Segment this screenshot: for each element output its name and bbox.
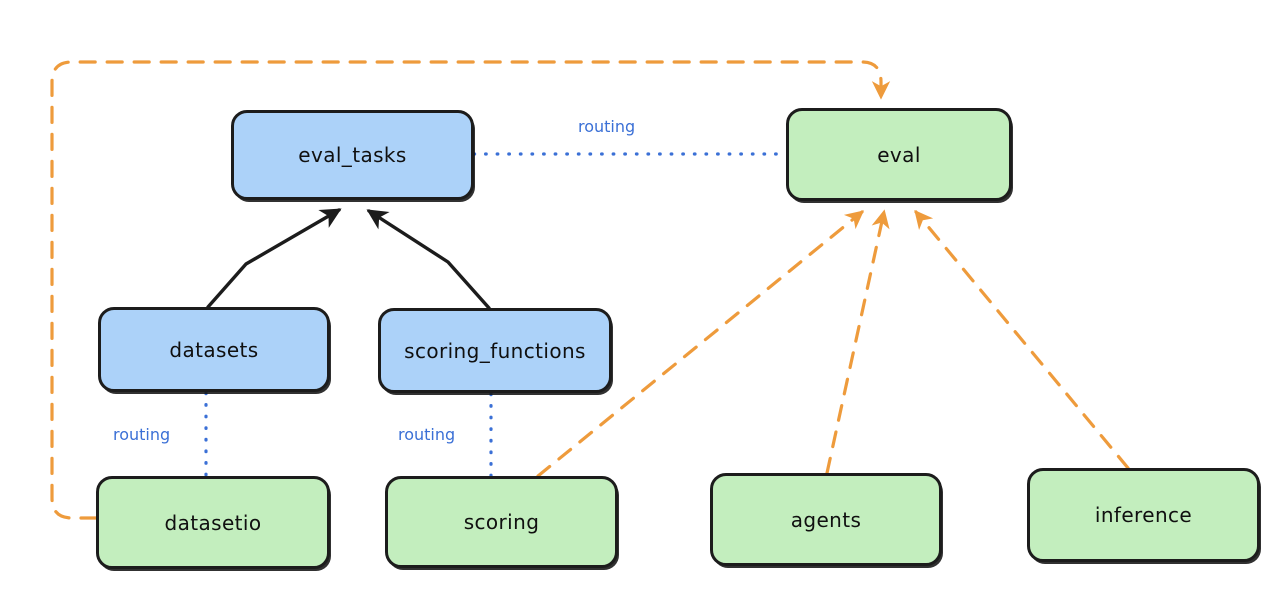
edge-agents-to-eval <box>825 209 890 475</box>
edge-scoring-to-eval <box>536 210 865 478</box>
edge-datasetio-to-eval <box>50 60 891 520</box>
edge-datasets-to-eval-tasks <box>206 208 342 309</box>
node-eval[interactable]: eval <box>786 108 1012 201</box>
node-inference-label: inference <box>1094 503 1193 527</box>
edge-inference-to-eval <box>914 209 1130 470</box>
node-datasetio[interactable]: datasetio <box>96 476 330 569</box>
node-scoring[interactable]: scoring <box>385 476 618 568</box>
node-datasetio-label: datasetio <box>164 510 262 535</box>
node-eval-tasks[interactable]: eval_tasks <box>231 110 474 200</box>
node-scoring-functions-label: scoring_functions <box>404 338 586 363</box>
node-inference[interactable]: inference <box>1027 468 1260 562</box>
node-datasets[interactable]: datasets <box>98 307 330 392</box>
node-scoring-label: scoring <box>463 510 540 534</box>
edge-scoring-functions-to-eval-tasks <box>366 209 491 310</box>
edge-label-routing-scoring-functions-scoring: routing <box>398 425 456 444</box>
node-agents-label: agents <box>790 507 862 532</box>
edge-label-routing-eval-tasks-eval: routing <box>578 117 636 136</box>
node-eval-tasks-label: eval_tasks <box>298 143 407 167</box>
edge-label-routing-datasets-datasetio: routing <box>113 425 171 444</box>
node-scoring-functions[interactable]: scoring_functions <box>378 308 612 393</box>
node-datasets-label: datasets <box>169 337 259 362</box>
node-agents[interactable]: agents <box>710 473 942 566</box>
node-eval-label: eval <box>877 142 921 167</box>
